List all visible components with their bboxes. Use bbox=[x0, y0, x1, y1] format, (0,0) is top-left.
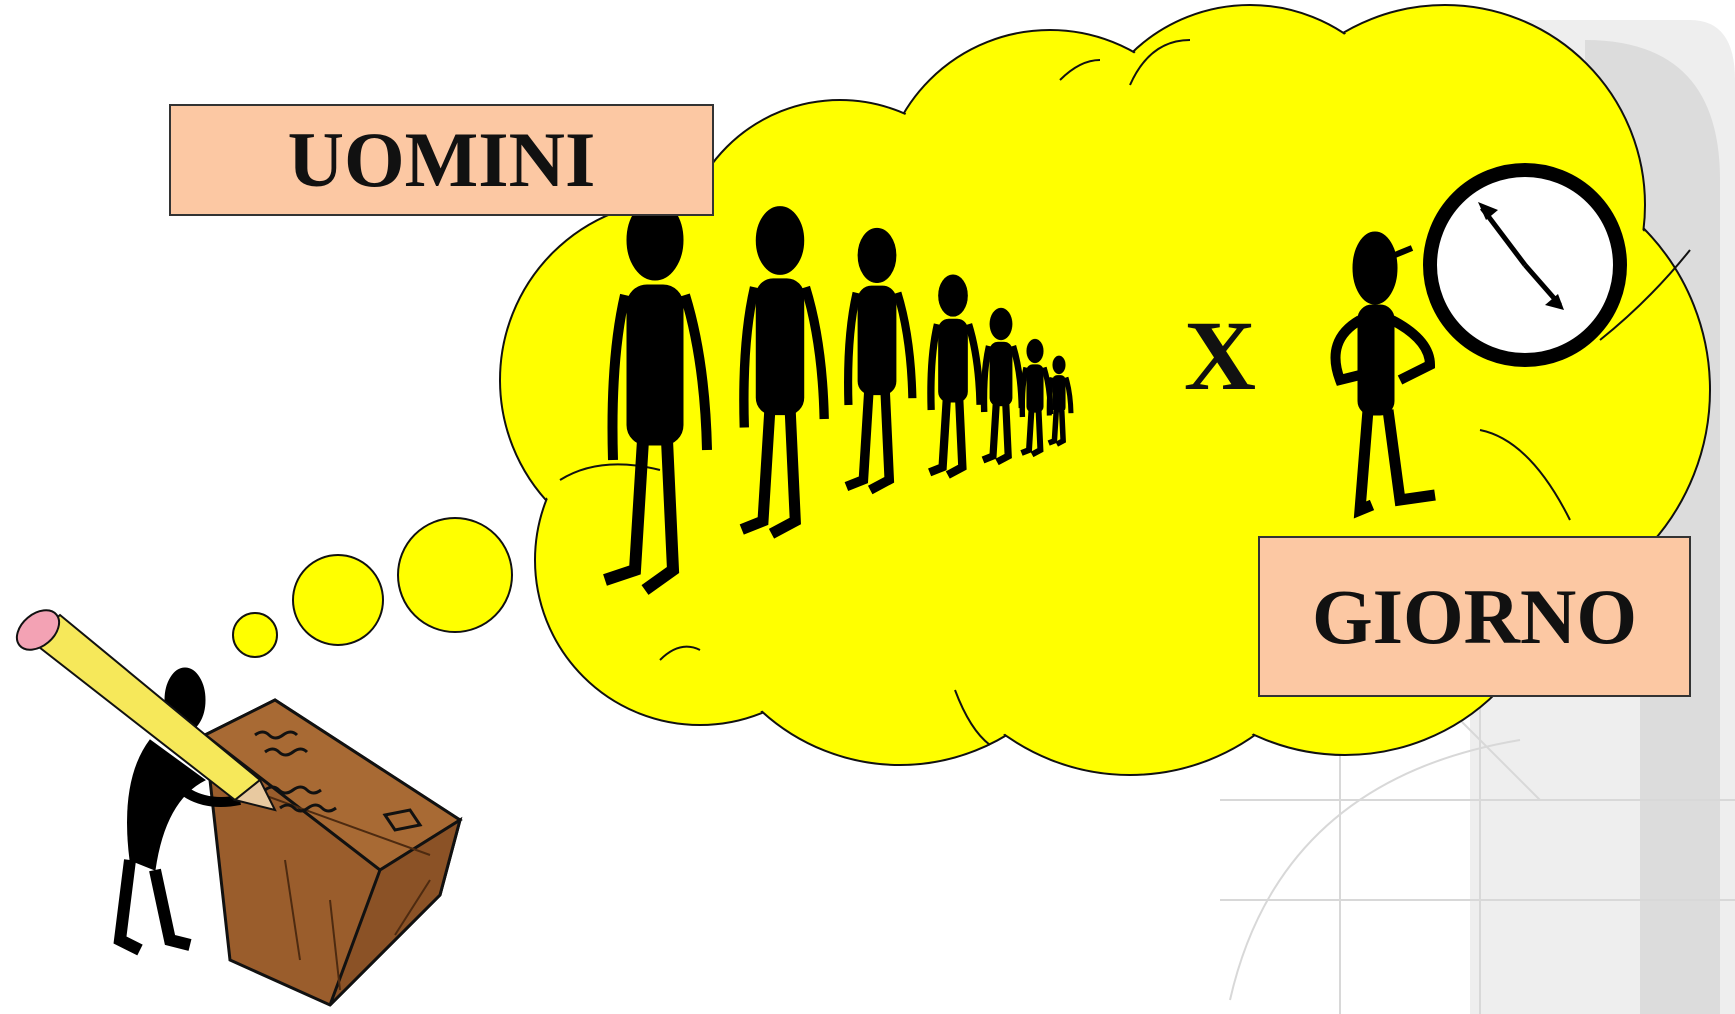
stick-figure bbox=[1046, 355, 1074, 447]
thought-bubbles bbox=[232, 517, 513, 658]
label-giorno-text: GIORNO bbox=[1311, 572, 1638, 660]
multiply-sign-text: X bbox=[1183, 299, 1257, 411]
hands-on-hips-figure bbox=[1330, 231, 1436, 519]
label-giorno: GIORNO bbox=[1258, 536, 1691, 697]
stick-figure bbox=[603, 199, 712, 595]
stick-figure bbox=[927, 274, 984, 479]
label-uomini-text: UOMINI bbox=[287, 116, 596, 203]
box-icon bbox=[202, 698, 463, 1007]
label-uomini: UOMINI bbox=[169, 104, 714, 216]
multiply-sign: X bbox=[1175, 299, 1265, 411]
stick-figure bbox=[980, 307, 1025, 466]
stick-figure bbox=[844, 227, 917, 495]
stick-figure bbox=[739, 206, 829, 539]
writer-scene bbox=[15, 609, 463, 1007]
walking-stick-figures bbox=[603, 199, 1074, 595]
writer-figure bbox=[113, 667, 241, 956]
pencil-icon bbox=[15, 609, 277, 812]
clock-icon bbox=[1423, 163, 1627, 367]
